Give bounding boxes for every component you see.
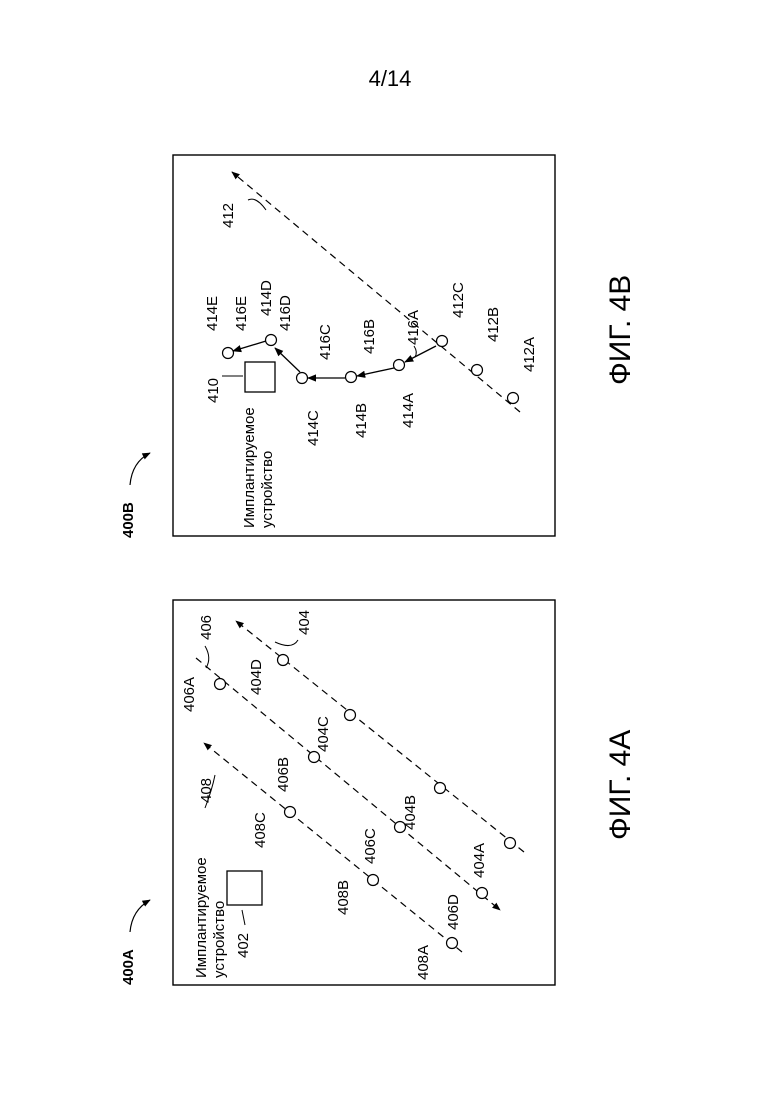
figure-4a-point-406a xyxy=(215,679,226,690)
figure-4a-leader-404 xyxy=(275,640,298,646)
figure-4b-reference-arrow xyxy=(130,453,150,485)
figure-4a-device-label-line2: устройство xyxy=(211,901,228,978)
figure-4b-path-step-label-416a: 416A xyxy=(405,310,422,345)
figure-4b-device-label-line2: устройство xyxy=(259,451,276,528)
figure-4b-path-point-414d xyxy=(266,335,277,346)
figure-4b-leader-416a xyxy=(414,346,416,357)
figure-4b-reference: 400B xyxy=(120,502,137,538)
figure-4b-path-point-label-414a: 414A xyxy=(400,393,417,428)
figure-4b-path-point-414b xyxy=(346,372,357,383)
figure-4b-path-step-label-416b: 416B xyxy=(361,319,378,354)
figure-4a-line-406 xyxy=(196,658,500,910)
figure-4a-point-404a xyxy=(505,838,516,849)
figure-4a-frame xyxy=(173,600,555,985)
figure-4b-point-412a xyxy=(508,393,519,404)
figure-4b-point-label-412c: 412C xyxy=(450,282,467,318)
figure-4b-path-step-label-416c: 416C xyxy=(317,324,334,360)
figure-4b-point-label-412b: 412B xyxy=(485,307,502,342)
figure-4b-path-step-416a-arrow xyxy=(405,346,436,362)
figure-4a-caption: ФИГ. 4А xyxy=(604,730,637,840)
figure-4a-point-408b xyxy=(368,875,379,886)
figure-4a-point-label-404c: 404C xyxy=(315,716,332,752)
figure-4a-line-label-406: 406 xyxy=(198,615,215,640)
figure-4a-point-label-404d: 404D xyxy=(248,659,265,695)
figure-4a-point-label-406d: 406D xyxy=(445,894,462,930)
figure-4a-leader-406 xyxy=(205,646,209,668)
figure-4b-path-point-label-414c: 414C xyxy=(305,410,322,446)
figure-4a-line-label-408: 408 xyxy=(198,778,215,803)
figure-4a-line-label-404: 404 xyxy=(296,610,313,635)
figure-4a-point-408a xyxy=(447,938,458,949)
figure-4b-path-point-414c xyxy=(297,373,308,384)
figure-4b-point-412b xyxy=(472,365,483,376)
figure-4a-point-label-406a: 406A xyxy=(181,677,198,712)
figure-4b-path-step-416b-arrow xyxy=(357,368,394,376)
figure-4a-point-408c xyxy=(285,807,296,818)
figure-4b-path-step-416d-arrow xyxy=(275,348,300,372)
figure-4b-point-label-412a: 412A xyxy=(521,337,538,372)
figure-4a-point-404b xyxy=(435,783,446,794)
figure-4b-path-point-414e xyxy=(223,348,234,359)
figure-4a-device-box xyxy=(227,871,262,905)
figure-4b-path-point-label-414e: 414E xyxy=(204,296,221,331)
figure-4a-point-404d xyxy=(278,655,289,666)
figure-4b-point-412c xyxy=(437,336,448,347)
figure-4a-device-leader xyxy=(242,910,245,925)
figure-4b-device-label-line1: Имплантируемое xyxy=(241,407,258,528)
figure-4b-caption: ФИГ. 4В xyxy=(604,275,637,385)
figure-4b-path-point-label-414d: 414D xyxy=(258,280,275,316)
figure-4a-point-label-406c: 406C xyxy=(362,828,379,864)
figure-4b-path-step-label-416e: 416E xyxy=(233,296,250,331)
figure-4a-point-406d xyxy=(477,888,488,899)
figure-4a-point-406b xyxy=(309,752,320,763)
figure-4a: 400A ФИГ. 4А Имплантируемое устройство 4… xyxy=(120,600,637,985)
figure-4a-line-408 xyxy=(204,743,462,952)
figure-4a-reference-arrow xyxy=(130,900,150,932)
figure-4a-device-ref: 402 xyxy=(235,933,252,958)
figure-4a-reference: 400A xyxy=(120,949,137,985)
figure-4b-device-box xyxy=(245,362,275,392)
figure-4a-point-label-404b: 404B xyxy=(402,795,419,830)
figure-4b-path-point-414a xyxy=(394,360,405,371)
figure-4b: 400B ФИГ. 4В Имплантируемое устройство 4… xyxy=(120,155,637,538)
figure-4a-point-label-406b: 406B xyxy=(275,757,292,792)
figure-4b-path-step-label-416d: 416D xyxy=(277,295,294,331)
figure-4b-path-step-416e-arrow xyxy=(233,341,266,351)
figure-4a-point-404c xyxy=(345,710,356,721)
figure-4b-device-ref: 410 xyxy=(205,378,222,403)
figure-4a-point-label-408b: 408B xyxy=(335,880,352,915)
figure-4a-device-label-line1: Имплантируемое xyxy=(193,857,210,978)
figure-4a-point-label-404a: 404A xyxy=(471,843,488,878)
figure-4b-leader-412 xyxy=(248,199,266,210)
figure-4a-point-label-408a: 408A xyxy=(415,945,432,980)
figure-4b-path-point-label-414b: 414B xyxy=(353,403,370,438)
figure-4a-point-label-408c: 408C xyxy=(252,812,269,848)
figure-4b-line-label-412: 412 xyxy=(220,203,237,228)
